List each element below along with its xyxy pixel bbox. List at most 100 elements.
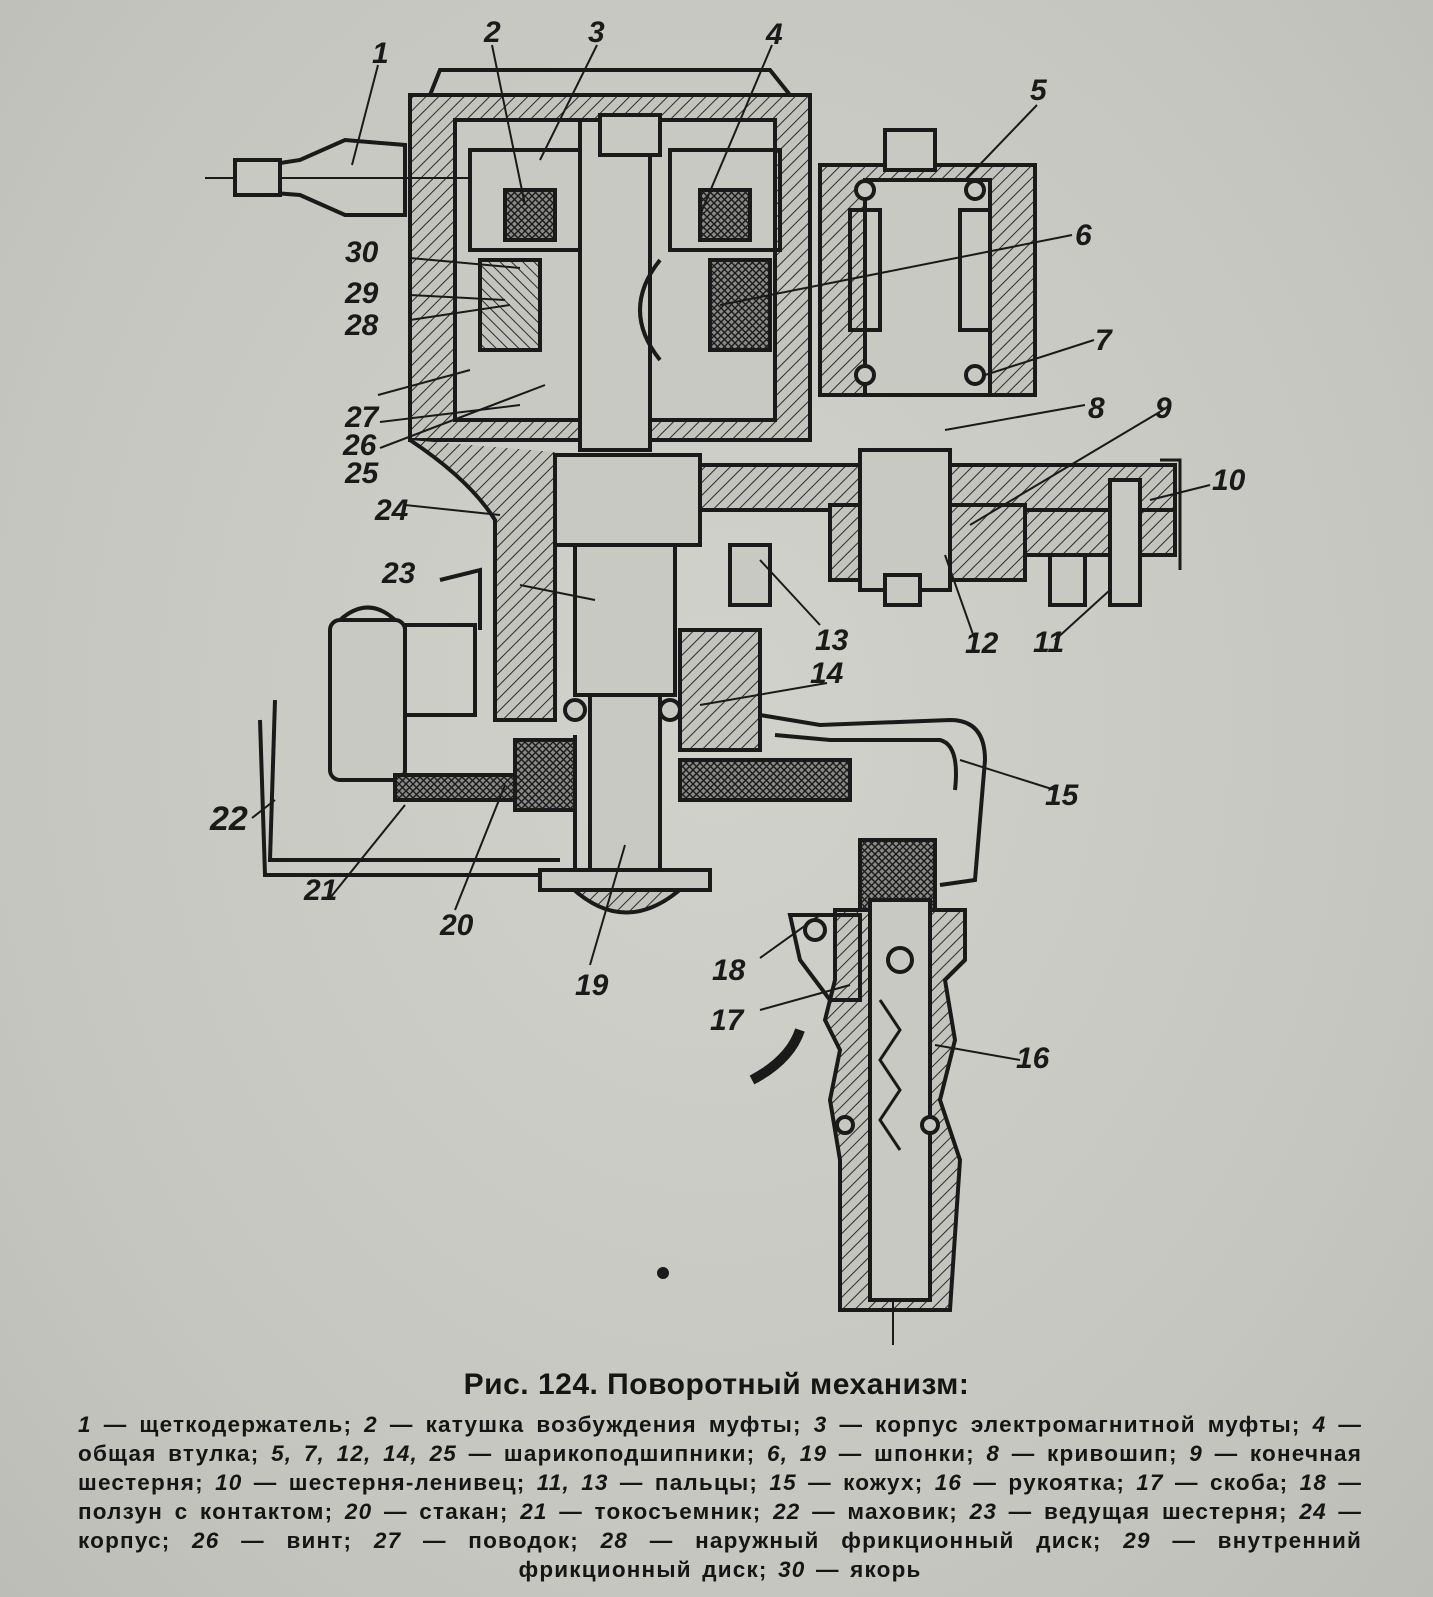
part-label-18: 18 bbox=[712, 954, 746, 987]
legend-entry-separator: — bbox=[1202, 1441, 1250, 1466]
legend-entry-text: конечная шестерня; bbox=[78, 1441, 1363, 1495]
part-label-2: 2 bbox=[483, 16, 501, 49]
part-label-21: 21 bbox=[303, 874, 337, 907]
legend-entry-number: 5, 7, 12, 14, 25 bbox=[271, 1441, 457, 1466]
part-label-11: 11 bbox=[1033, 626, 1064, 659]
part-label-17: 17 bbox=[710, 1004, 745, 1037]
part-label-4: 4 bbox=[765, 18, 783, 51]
legend-entry-number: 26 bbox=[192, 1528, 220, 1553]
legend-entry: 9 — конечная шестерня; bbox=[78, 1441, 1362, 1495]
part-label-30: 30 bbox=[345, 236, 379, 269]
legend-entry-separator: — bbox=[1326, 1499, 1363, 1524]
legend-entry-separator: — bbox=[805, 1557, 851, 1582]
legend-entry-text: пальцы; bbox=[654, 1470, 759, 1495]
legend-entry-text: катушка возбуждения муфты; bbox=[425, 1412, 802, 1437]
part-label-3: 3 bbox=[588, 16, 605, 49]
legend-entry-text: наружный фрикционный диск; bbox=[695, 1528, 1102, 1553]
part-labels: 1 2 3 4 5 6 7 8 9 10 11 12 13 14 15 16 1… bbox=[209, 16, 1246, 1075]
legend-entry-number: 28 bbox=[600, 1528, 629, 1553]
part-label-9: 9 bbox=[1155, 392, 1172, 425]
legend-entry-text: шпонки; bbox=[874, 1441, 975, 1466]
legend-entry: 18 — ползун с контактом; bbox=[78, 1470, 1362, 1524]
part-label-24: 24 bbox=[374, 494, 409, 527]
legend-entry-separator: — bbox=[219, 1528, 287, 1553]
legend-entry-separator: — bbox=[1000, 1441, 1048, 1466]
legend-entry-separator: — bbox=[827, 1412, 876, 1437]
legend-entry: 1 — щеткодержатель; bbox=[78, 1412, 352, 1437]
legend-entry-number: 4 bbox=[1312, 1412, 1327, 1437]
legend-entry: 26 — винт; bbox=[192, 1528, 352, 1553]
legend-entry-separator: — bbox=[608, 1470, 655, 1495]
legend-entry-number: 1 bbox=[78, 1412, 92, 1437]
legend-entry-number: 8 bbox=[986, 1441, 1001, 1466]
legend-entry-text: якорь bbox=[850, 1557, 922, 1582]
flywheel-and-cover bbox=[258, 567, 988, 915]
legend-entry: 8 — кривошип; bbox=[986, 1441, 1177, 1466]
part-label-8: 8 bbox=[1088, 392, 1105, 425]
legend-entry-separator: — bbox=[242, 1470, 289, 1495]
legend-entry-number: 16 bbox=[934, 1470, 963, 1495]
legend-entry-separator: — bbox=[1150, 1528, 1218, 1553]
legend-entry-separator: — bbox=[796, 1470, 844, 1495]
legend-entry-separator: — bbox=[547, 1499, 595, 1524]
legend-entry-text: стакан; bbox=[419, 1499, 509, 1524]
legend-entry: 17 — скоба; bbox=[1136, 1470, 1288, 1495]
legend-entry-text: внутренний фрикционный диск; bbox=[518, 1528, 1363, 1582]
legend-entry-number: 2 bbox=[364, 1412, 378, 1437]
legend-entry-number: 6, 19 bbox=[767, 1441, 828, 1466]
part-label-16: 16 bbox=[1016, 1042, 1050, 1075]
part-label-7: 7 bbox=[1095, 324, 1113, 357]
legend-entry-separator: — bbox=[827, 1441, 875, 1466]
legend-entry-text: кожух; bbox=[843, 1470, 924, 1495]
legend-entry-text: рукоятка; bbox=[1008, 1470, 1126, 1495]
legend-entry-number: 21 bbox=[520, 1499, 548, 1524]
main-body bbox=[408, 438, 1182, 752]
part-label-10: 10 bbox=[1212, 464, 1246, 497]
legend-entry: 24 — корпус; bbox=[78, 1499, 1362, 1553]
legend-entry-text: общая втулка; bbox=[78, 1441, 260, 1466]
legend-entry: 6, 19 — шпонки; bbox=[767, 1441, 975, 1466]
legend-entry-text: поводок; bbox=[468, 1528, 579, 1553]
legend-entry: 3 — корпус электромагнитной муфты; bbox=[814, 1412, 1301, 1437]
legend-entry-separator: — bbox=[91, 1412, 140, 1437]
part-label-28: 28 bbox=[344, 309, 379, 342]
legend-entry-number: 23 bbox=[969, 1499, 998, 1524]
legend-entry-text: токосъемник; bbox=[594, 1499, 762, 1524]
brush-holder bbox=[205, 137, 470, 217]
legend-entry-text: щеткодержатель; bbox=[139, 1412, 353, 1437]
part-label-6: 6 bbox=[1075, 219, 1092, 252]
legend-entry-number: 24 bbox=[1299, 1499, 1327, 1524]
part-label-25: 25 bbox=[344, 457, 380, 490]
legend-entry-number: 10 bbox=[215, 1470, 243, 1495]
part-label-5: 5 bbox=[1030, 74, 1048, 107]
legend-entry-separator: — bbox=[997, 1499, 1044, 1524]
legend-entry: 29 — внутренний фрикционный диск; bbox=[518, 1528, 1362, 1582]
handle-assembly bbox=[749, 838, 967, 1345]
legend-entry-number: 18 bbox=[1299, 1470, 1328, 1495]
legend-entry-number: 3 bbox=[813, 1412, 828, 1437]
legend-entry-separator: — bbox=[628, 1528, 696, 1553]
legend-entry: 23 — ведущая шестерня; bbox=[970, 1499, 1288, 1524]
part-label-15: 15 bbox=[1045, 779, 1080, 812]
legend-entry: 20 — стакан; bbox=[345, 1499, 509, 1524]
part-label-13: 13 bbox=[815, 624, 849, 657]
legend-entry-number: 22 bbox=[773, 1499, 801, 1524]
part-label-29: 29 bbox=[344, 277, 379, 310]
legend-entry-separator: — bbox=[1163, 1470, 1210, 1495]
legend-entry: 11, 13 — пальцы; bbox=[537, 1470, 758, 1495]
legend-entry-number: 29 bbox=[1123, 1528, 1151, 1553]
legend-entry-separator: — bbox=[1327, 1470, 1363, 1495]
legend-entry-separator: — bbox=[800, 1499, 848, 1524]
legend-entry-separator: — bbox=[1326, 1412, 1363, 1437]
legend-entry-number: 27 bbox=[373, 1528, 402, 1553]
part-label-14: 14 bbox=[810, 657, 844, 690]
legend-entry-number: 17 bbox=[1136, 1470, 1164, 1495]
part-label-27: 27 bbox=[344, 401, 380, 434]
legend-entry-separator: — bbox=[377, 1412, 426, 1437]
figure-legend: 1 — щеткодержатель; 2 — катушка возбужде… bbox=[78, 1410, 1362, 1584]
legend-entry-separator: — bbox=[372, 1499, 420, 1524]
legend-entry-text: корпус электромагнитной муфты; bbox=[875, 1412, 1301, 1437]
legend-entry-number: 15 bbox=[769, 1470, 797, 1495]
legend-entry-text: ползун с контактом; bbox=[78, 1499, 334, 1524]
